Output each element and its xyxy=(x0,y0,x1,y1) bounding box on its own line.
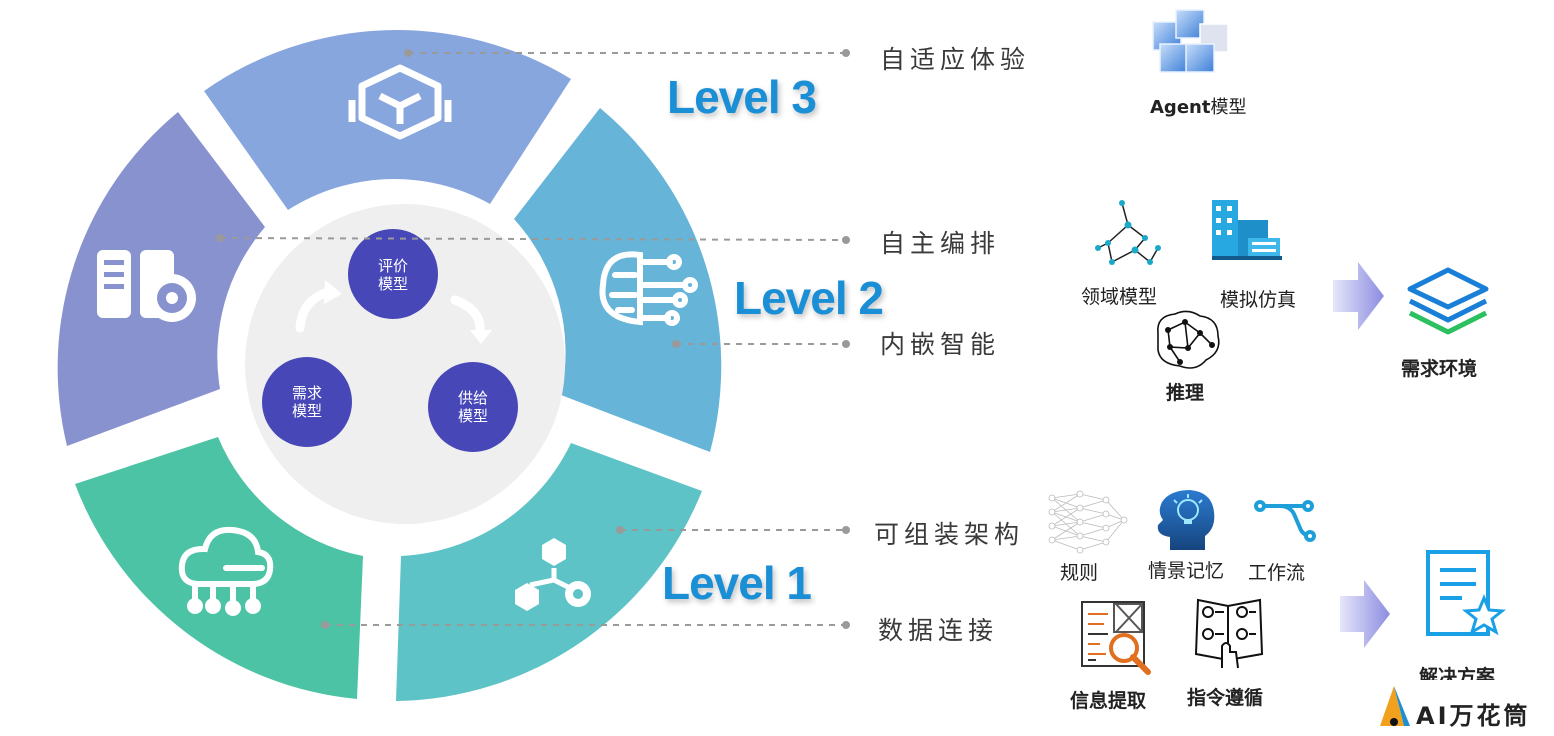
reasoning-label: 推理 xyxy=(1166,382,1205,404)
agent-cube-icon xyxy=(1152,9,1229,73)
brand-text: AI万花筒 xyxy=(1416,702,1531,730)
episodic-memory-label: 情景记忆 xyxy=(1148,560,1225,582)
instruction-follow-label: 指令遵循 xyxy=(1187,687,1264,709)
cloud-network-icon xyxy=(178,526,274,616)
brain-circuit-icon xyxy=(599,251,698,326)
model-evaluation-line2: 模型 xyxy=(378,275,408,293)
level-1-title: Level 1 xyxy=(662,557,812,609)
info-extract-label: 信息提取 xyxy=(1070,690,1147,712)
ring-segment-bottom-left xyxy=(75,437,363,699)
model-evaluation-line1: 评价 xyxy=(378,257,408,275)
workflow-icon xyxy=(1254,500,1316,542)
ring-segment-bottom-right xyxy=(396,443,702,701)
agent-model-prefix: Agent xyxy=(1150,97,1211,118)
model-demand-line1: 需求 xyxy=(292,384,322,402)
document-search-icon xyxy=(1081,601,1151,675)
model-demand-line2: 模型 xyxy=(292,402,322,420)
arrow-to-solution xyxy=(1340,580,1390,648)
agent-model-label: Agent模型 xyxy=(1150,93,1246,119)
feature-data-connection: 数据连接 xyxy=(878,616,999,645)
domain-model-label: 领域模型 xyxy=(1081,286,1158,308)
leader-lines xyxy=(219,52,847,626)
agent-model-suffix: 模型 xyxy=(1210,97,1247,118)
hexagon-gear-icon xyxy=(515,538,591,611)
cycle-arrows xyxy=(295,287,485,337)
brand-logo-mark xyxy=(1380,686,1410,726)
workflow-label: 工作流 xyxy=(1248,562,1306,584)
molecule-graph-icon xyxy=(1095,200,1161,265)
simulation-label: 模拟仿真 xyxy=(1220,289,1297,311)
model-circle-demand xyxy=(262,357,352,447)
feature-autonomous-orchestration: 自主编排 xyxy=(880,229,1001,258)
feature-embedded-intelligence: 内嵌智能 xyxy=(880,330,1001,359)
head-lightbulb-icon xyxy=(1157,490,1215,550)
feature-composable-architecture: 可组装架构 xyxy=(874,520,1025,549)
arrow-to-demand-env xyxy=(1333,262,1384,330)
layers-stack-icon xyxy=(1407,267,1489,335)
solution-label: 解决方案 xyxy=(1419,666,1496,680)
model-circle-evaluation xyxy=(348,229,438,319)
document-star-icon xyxy=(1426,550,1506,636)
rules-label: 规则 xyxy=(1060,562,1099,584)
cube-arrows-icon xyxy=(348,64,452,140)
model-circle-supply xyxy=(428,362,518,452)
server-fan-icon xyxy=(97,250,196,322)
ring-segment-right xyxy=(514,108,722,452)
demand-env-label: 需求环境 xyxy=(1401,358,1478,380)
model-supply-line1: 供给 xyxy=(458,389,488,407)
ring-segment-top xyxy=(204,30,571,210)
model-supply-line2: 模型 xyxy=(458,407,488,425)
checklist-touch-icon xyxy=(1194,598,1264,669)
level-3-title: Level 3 xyxy=(667,71,817,123)
level-2-title: Level 2 xyxy=(734,272,884,324)
city-buildings-icon xyxy=(1212,200,1282,260)
neural-network-icon xyxy=(1048,490,1128,554)
leader-dots xyxy=(216,49,850,629)
brain-network-icon xyxy=(1157,310,1220,369)
feature-adaptive-experience: 自适应体验 xyxy=(880,45,1031,74)
